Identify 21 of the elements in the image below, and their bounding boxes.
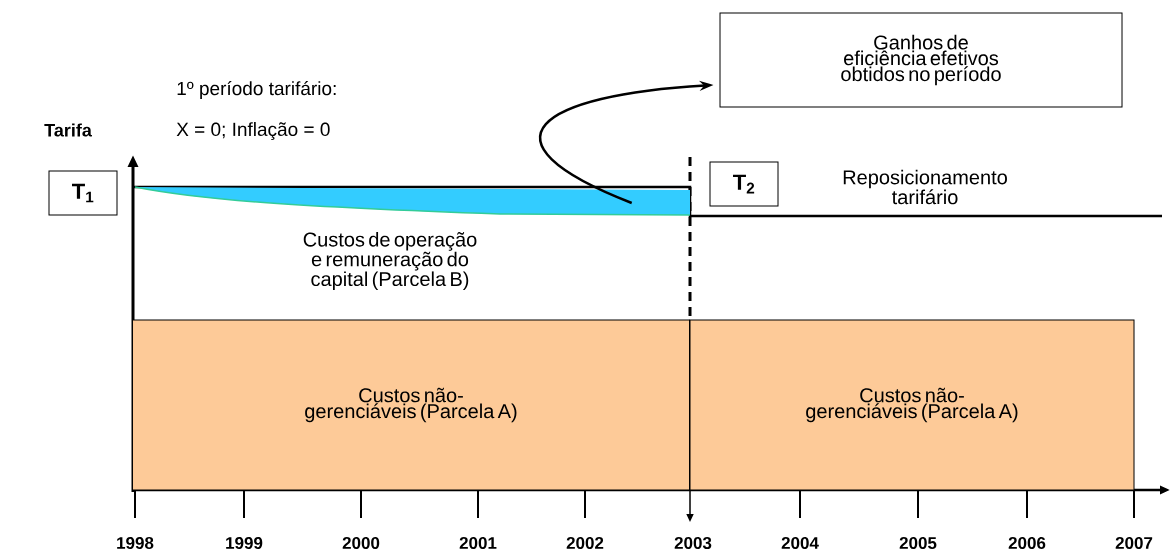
region-label: Reposicionamento tarifário xyxy=(843,169,1007,205)
year-label: 2007 xyxy=(1115,537,1153,550)
cost-block: Custos não-gerenciáveis (Parcela A) xyxy=(132,319,690,491)
value-box: T$_{2}$ xyxy=(709,161,779,207)
year-label: 2003 xyxy=(674,536,712,550)
cost-block: Custos não-gerenciáveis (Parcela A) xyxy=(689,319,1135,491)
year-label: 2005 xyxy=(899,537,937,550)
region-label: Custos de operação e remuneração do capital (Parcela B) xyxy=(303,231,477,291)
year-label: 2000 xyxy=(342,537,380,550)
year-label: 2004 xyxy=(781,537,819,550)
year-label: 2006 xyxy=(1008,537,1046,550)
period-note: 1º período tarifário: xyxy=(177,81,336,99)
period-note: X = 0; Inflação = 0 xyxy=(176,122,330,140)
year-label: 1998 xyxy=(117,537,154,550)
note-box: Ganhos de eficiência efetivos obtidos no período xyxy=(719,12,1123,108)
efficiency-band xyxy=(134,186,691,216)
year-label: 1999 xyxy=(226,537,263,550)
value-box: T$_{1}$ xyxy=(48,170,118,216)
axis-title: Tarifa xyxy=(44,123,92,137)
year-label: 2001 xyxy=(459,537,497,550)
year-label: 2002 xyxy=(566,537,604,550)
